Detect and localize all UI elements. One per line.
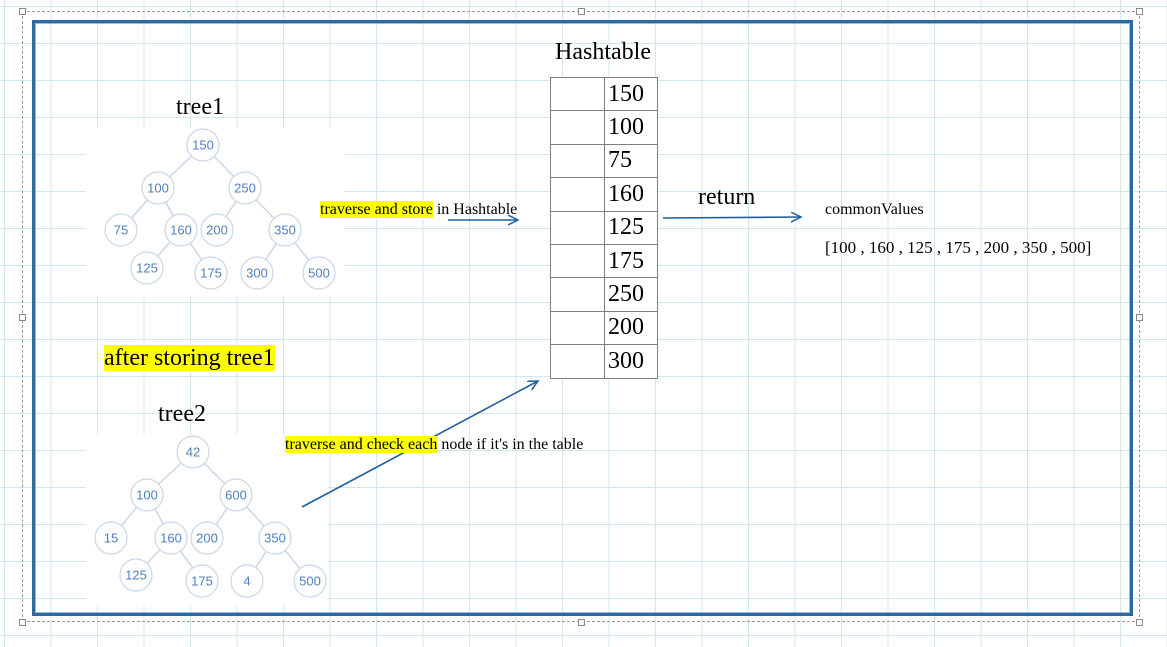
tree2-node-circle: [230, 564, 264, 598]
after-storing-label: after storing tree1: [104, 345, 275, 372]
tree1-node-value: 300: [246, 266, 268, 281]
hashtable-value-cell: 125: [604, 210, 658, 245]
resize-handle-bottom-right[interactable]: [1136, 619, 1143, 626]
hashtable-key-cell: [550, 143, 605, 179]
tree1-node-value: 350: [274, 223, 296, 238]
tree2-node-value: 42: [186, 445, 200, 460]
tree1-diagram: 150 100 250 75 160 200 350 125 175 300 500: [104, 128, 336, 290]
tree1-node-circle: [200, 213, 234, 247]
hashtable-key-cell: [550, 76, 605, 112]
tree2-node-circle: [185, 564, 219, 598]
tree2-diagram: 42 100 600 15 160 200 350 125 175 4 500: [94, 435, 327, 598]
hashtable-key-cell: [550, 344, 605, 379]
tree2-node-circle: [94, 521, 128, 555]
tree2-node-value: 350: [264, 531, 286, 546]
common-values-name: commonValues: [825, 201, 924, 218]
check-annotation-highlight: traverse and check each: [285, 436, 438, 453]
tree2-node-value: 100: [136, 488, 158, 503]
return-arrow: [662, 217, 801, 218]
hashtable-row: 100: [550, 110, 658, 145]
hashtable-row: 175: [550, 243, 658, 279]
tree1-node-value: 160: [170, 223, 192, 238]
resize-handle-top-center[interactable]: [578, 8, 585, 15]
resize-handle-bottom-left[interactable]: [19, 619, 26, 626]
tree1-node-circle: [228, 171, 262, 205]
hashtable-value-cell: 300: [604, 344, 658, 379]
return-label: return: [698, 184, 756, 210]
tree2-node-value: 500: [299, 574, 321, 589]
tree1-node-circle: [130, 251, 164, 285]
tree2-node-value: 15: [104, 531, 118, 546]
tree1-node-circle: [302, 256, 336, 290]
hashtable-value-cell: 150: [604, 76, 658, 112]
tree1-node-value: 75: [114, 223, 128, 238]
tree2-node-circle: [219, 478, 253, 512]
tree2-node-circle: [176, 435, 210, 469]
hashtable-value-cell: 250: [604, 277, 658, 312]
diagram-frame: [32, 20, 1133, 616]
hashtable-key-cell: [550, 110, 605, 145]
hashtable-value-cell: 200: [604, 310, 658, 346]
after-storing-text: after storing tree1: [104, 345, 275, 371]
hashtable-row: 125: [550, 210, 658, 245]
hashtable-row: 250: [550, 277, 658, 312]
tree1-node-value: 150: [192, 138, 214, 153]
hashtable-row: 75: [550, 143, 658, 179]
tree2-node-circle: [119, 558, 153, 592]
tree2-node-value: 200: [196, 531, 218, 546]
tree1-node-value: 125: [136, 261, 158, 276]
tree1-node-circle: [141, 171, 175, 205]
resize-handle-bottom-center[interactable]: [578, 619, 585, 626]
tree1-node-value: 250: [234, 181, 256, 196]
hashtable-key-cell: [550, 177, 605, 212]
tree2-node-circle: [130, 478, 164, 512]
tree1-node-value: 175: [200, 266, 222, 281]
resize-handle-top-left[interactable]: [19, 8, 26, 15]
tree2-node-circle: [190, 521, 224, 555]
tree1-node-circle: [240, 256, 274, 290]
hashtable-key-cell: [550, 243, 605, 279]
tree2-node-value: 600: [225, 488, 247, 503]
tree2-node-value: 160: [160, 531, 182, 546]
tree1-node-value: 100: [147, 181, 169, 196]
hashtable-title: Hashtable: [555, 39, 651, 65]
check-annotation-rest: node if it's in the table: [437, 436, 584, 453]
tree1-node-circle: [268, 213, 302, 247]
tree2-node-value: 125: [125, 568, 147, 583]
hashtable-value-cell: 100: [604, 110, 658, 145]
tree1-label: tree1: [176, 94, 224, 120]
hashtable-key-cell: [550, 277, 605, 312]
check-annotation: traverse and check each node if it's in …: [285, 436, 583, 454]
store-annotation-rest: in Hashtable: [432, 201, 518, 218]
tree1-node-circle: [104, 213, 138, 247]
resize-handle-middle-left[interactable]: [19, 314, 26, 321]
tree2-node-circle: [293, 564, 327, 598]
hashtable-value-cell: 175: [604, 243, 658, 279]
hashtable-value-cell: 160: [604, 177, 658, 212]
hashtable-key-cell: [550, 210, 605, 245]
hashtable-row: 300: [550, 344, 658, 379]
hashtable-row: 160: [550, 177, 658, 212]
tree1-node-circle: [186, 128, 220, 162]
store-annotation-highlight: traverse and store: [320, 201, 433, 218]
tree1-node-value: 200: [206, 223, 228, 238]
hashtable-key-cell: [550, 310, 605, 346]
resize-handle-middle-right[interactable]: [1136, 314, 1143, 321]
tree1-node-circle: [194, 256, 228, 290]
store-annotation: traverse and store in Hashtable: [320, 201, 517, 219]
tree2-node-value: 4: [243, 574, 250, 589]
tree2-node-circle: [154, 521, 188, 555]
tree2-label: tree2: [158, 401, 206, 427]
hashtable-row: 150: [550, 76, 658, 112]
tree1-node-value: 500: [308, 266, 330, 281]
tree2-node-circle: [258, 521, 292, 555]
hashtable-row: 200: [550, 310, 658, 346]
tree1-node-circle: [164, 213, 198, 247]
hashtable-value-cell: 75: [604, 143, 658, 179]
common-values-list: [100 , 160 , 125 , 175 , 200 , 350 , 500…: [825, 238, 1092, 257]
resize-handle-top-right[interactable]: [1136, 8, 1143, 15]
tree2-node-value: 175: [191, 574, 213, 589]
